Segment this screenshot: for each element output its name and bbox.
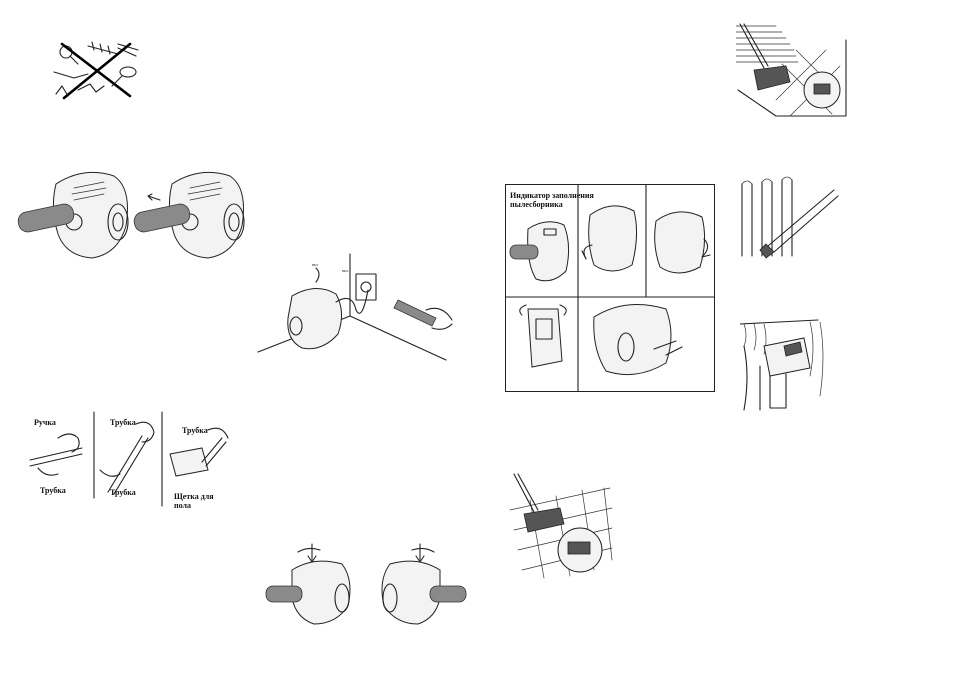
- label-floor-brush-1: Щетка для: [174, 492, 214, 501]
- svg-text:вкл.: вкл.: [342, 268, 349, 273]
- radiator-crevice-icon: [741, 176, 839, 259]
- label-tube-upper: Трубка: [110, 418, 136, 427]
- floor-tile-brush-figure: [500, 470, 614, 580]
- label-floor-brush-2: пола: [174, 501, 191, 510]
- tube-assembly-figure: Ручка Трубка Трубка Трубка Трубка Щетка …: [24, 408, 230, 510]
- power-plug-figure: вкл вкл.: [256, 252, 456, 364]
- label-handle: Ручка: [34, 418, 56, 427]
- radiator-crevice-figure: [738, 176, 842, 260]
- cord-rewind-icon: [265, 543, 467, 625]
- label-tube-handle: Трубка: [40, 486, 66, 495]
- no-tools-figure: [48, 36, 144, 104]
- dust-indicator-figure: Индикатор заполнения пылесборника: [505, 184, 715, 392]
- svg-text:вкл: вкл: [312, 262, 318, 267]
- cord-rewind-figure: [262, 540, 470, 634]
- carpet-brush-figure: [736, 20, 848, 124]
- carpet-brush-icon: [736, 23, 847, 117]
- label-indicator-2: пылесборника: [510, 200, 563, 209]
- tube-assembly-icon: [29, 411, 229, 507]
- no-tools-icon: [53, 41, 139, 100]
- hose-insert-icon: [17, 171, 245, 259]
- floor-tile-brush-icon: [509, 473, 613, 579]
- label-indicator-1: Индикатор заполнения: [510, 191, 594, 200]
- curtain-brush-figure: [740, 316, 834, 412]
- label-tube-brush: Трубка: [182, 426, 208, 435]
- label-tube-lower: Трубка: [110, 488, 136, 497]
- curtain-brush-icon: [740, 319, 824, 411]
- power-plug-icon: вкл вкл.: [257, 253, 453, 361]
- dust-indicator-icon: [506, 185, 714, 391]
- hose-insert-figure: [14, 164, 246, 274]
